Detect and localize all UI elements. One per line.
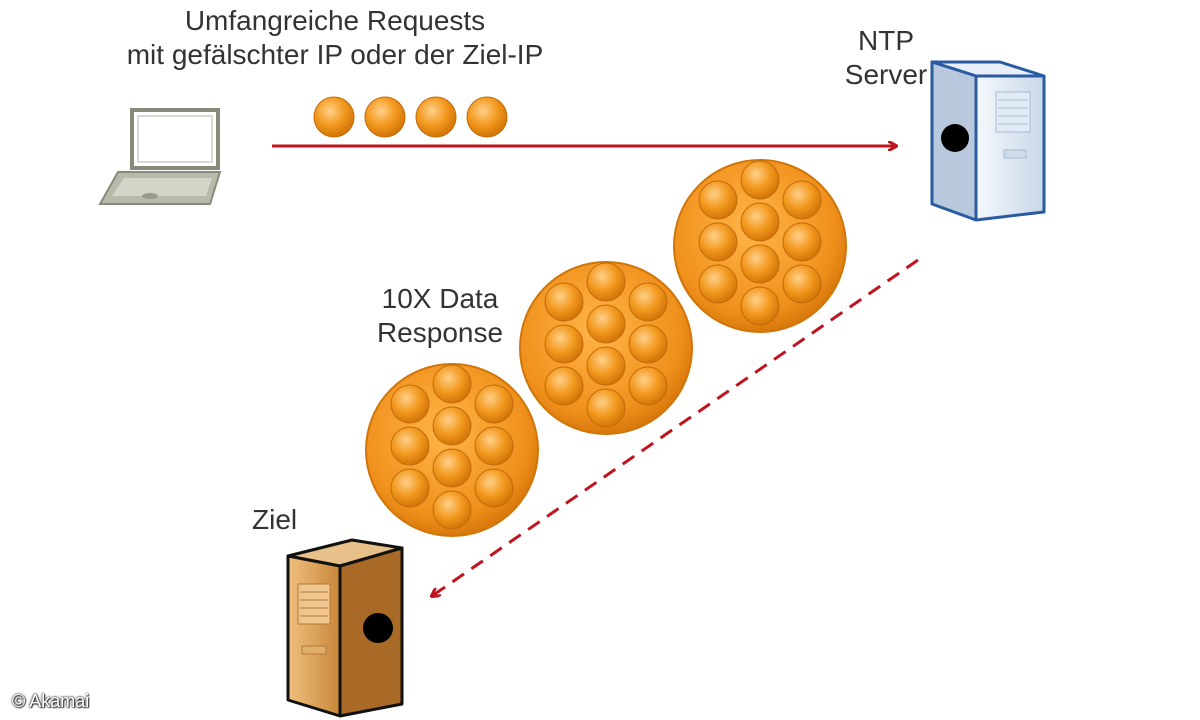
response-packet xyxy=(698,264,738,304)
laptop-icon xyxy=(98,108,222,205)
response-packet xyxy=(740,286,780,326)
response-packet xyxy=(740,160,780,200)
request-packet xyxy=(466,96,508,138)
response-packet xyxy=(390,384,430,424)
response-packet xyxy=(432,490,472,530)
response-packet xyxy=(390,468,430,508)
response-label: 10X Data Response xyxy=(360,282,520,350)
request-label-line2: mit gefälschter IP oder der Ziel-IP xyxy=(126,39,544,70)
response-cluster xyxy=(519,261,693,435)
response-label-line2: Response xyxy=(376,317,504,348)
ntp-server-label: NTP Server xyxy=(826,24,946,92)
response-packet xyxy=(474,426,514,466)
request-packet xyxy=(415,96,457,138)
response-packet xyxy=(586,388,626,428)
response-packet xyxy=(782,180,822,220)
response-packet xyxy=(586,346,626,386)
response-packet xyxy=(740,244,780,284)
response-packet xyxy=(432,364,472,404)
response-packet xyxy=(474,468,514,508)
response-packet xyxy=(782,264,822,304)
response-label-line1: 10X Data xyxy=(381,283,499,314)
response-cluster xyxy=(365,363,539,537)
response-clusters xyxy=(365,159,847,537)
target-server-icon xyxy=(286,538,404,718)
response-packet xyxy=(390,426,430,466)
request-label: Umfangreiche Requests mit gefälschter IP… xyxy=(100,4,570,72)
response-packet xyxy=(544,282,584,322)
request-packet xyxy=(313,96,355,138)
response-packet xyxy=(432,448,472,488)
response-packet xyxy=(544,324,584,364)
request-packets xyxy=(313,96,508,138)
response-packet xyxy=(628,366,668,406)
response-packet xyxy=(698,180,738,220)
ntp-label-line2: Server xyxy=(844,59,928,90)
ntp-server-icon xyxy=(930,60,1046,222)
response-packet xyxy=(740,202,780,242)
response-packet xyxy=(474,384,514,424)
response-packet xyxy=(628,282,668,322)
target-label: Ziel xyxy=(252,504,298,535)
response-packet xyxy=(698,222,738,262)
response-packet xyxy=(432,406,472,446)
response-packet xyxy=(544,366,584,406)
response-packet xyxy=(586,304,626,344)
response-arrow xyxy=(432,258,919,596)
response-packet xyxy=(628,324,668,364)
response-packet xyxy=(586,262,626,302)
request-packet xyxy=(364,96,406,138)
response-cluster xyxy=(673,159,847,333)
ntp-label-line1: NTP xyxy=(858,25,914,56)
request-label-line1: Umfangreiche Requests xyxy=(184,5,486,36)
response-packet xyxy=(782,222,822,262)
copyright-notice: © Akamai xyxy=(12,691,90,711)
